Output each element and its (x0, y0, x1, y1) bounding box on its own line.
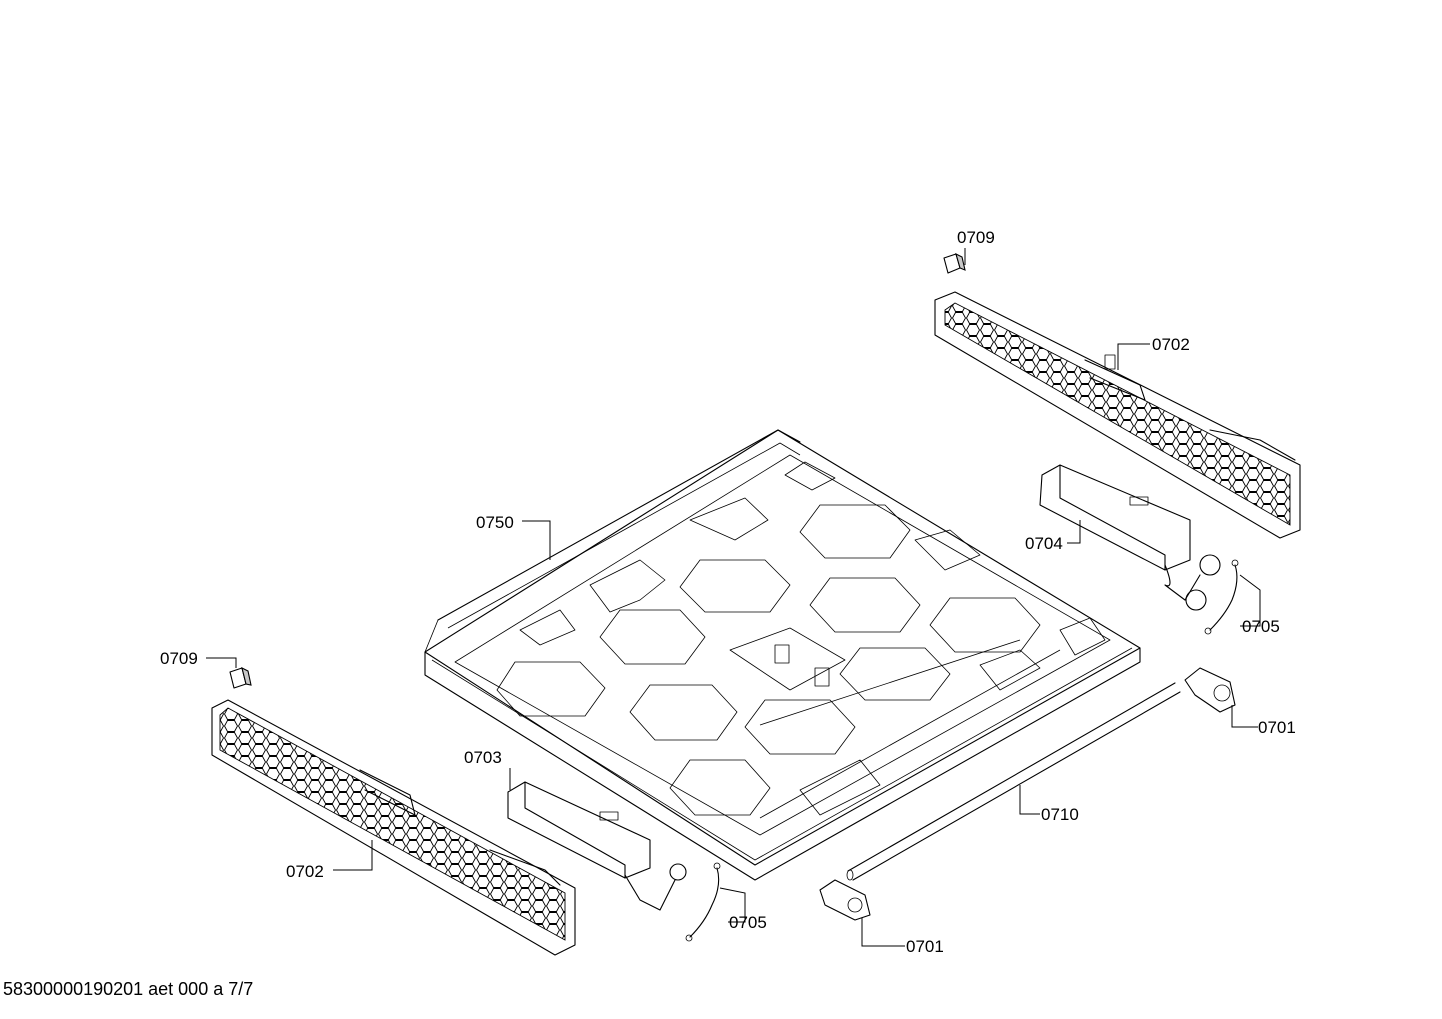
clip-0709-left (229, 666, 252, 689)
callout-0709-top: 0709 (957, 228, 995, 247)
mesh-frame-0702-bottom (211, 699, 576, 956)
rod-0710 (846, 682, 1181, 881)
wire-0705-right (1204, 559, 1239, 635)
callout-0704: 0704 (1025, 534, 1063, 553)
callout-labels: 0709 0702 0704 0705 0750 0709 0701 0703 … (160, 228, 1296, 956)
base-tray-0750 (424, 429, 1141, 881)
clip-0709-top (943, 252, 966, 274)
document-id-footer: 58300000190201 aet 000 a 7/7 (3, 979, 254, 999)
callout-0705-bottom: 0705 (729, 913, 767, 932)
callout-0709-left: 0709 (160, 649, 198, 668)
hinge-0704 (1039, 464, 1221, 611)
hinge-0703 (507, 781, 687, 911)
leader-lines (206, 248, 1261, 947)
bracket-0701-right (1184, 667, 1236, 713)
callout-0710: 0710 (1041, 805, 1079, 824)
callout-0702-bottom: 0702 (286, 862, 324, 881)
callout-0701-bottom: 0701 (906, 937, 944, 956)
callout-0701-right: 0701 (1258, 718, 1296, 737)
callout-0750: 0750 (476, 513, 514, 532)
callout-0702-top: 0702 (1152, 335, 1190, 354)
bracket-0701-bottom (819, 879, 871, 921)
callout-0705-right: 0705 (1242, 617, 1280, 636)
wire-0705-bottom (685, 862, 721, 942)
mesh-frame-0702-top (934, 291, 1301, 539)
callout-0703: 0703 (464, 748, 502, 767)
